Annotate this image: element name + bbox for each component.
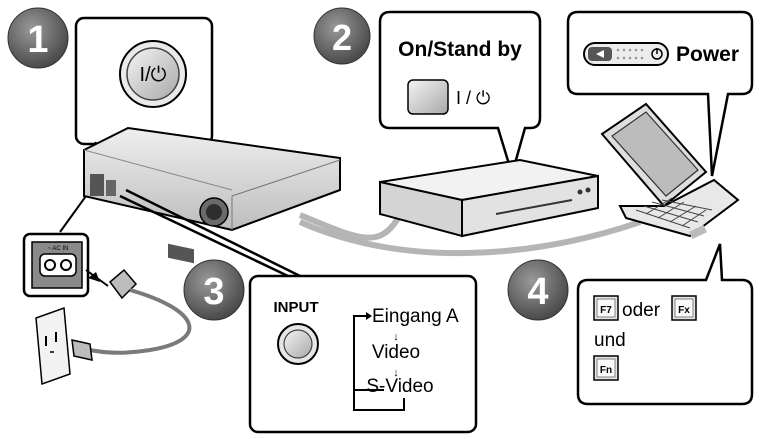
step-1-callout: I/⏻ bbox=[74, 16, 214, 186]
power-cord bbox=[71, 268, 192, 361]
cable-to-player bbox=[298, 212, 403, 241]
ac-in-label: ~ AC IN bbox=[48, 246, 69, 252]
step-4-power-label: Power bbox=[676, 43, 739, 66]
step-3-callout: INPUT Eingang A ↓ Video ↓ S-Video bbox=[119, 188, 478, 434]
switch-grip bbox=[616, 48, 644, 60]
laptop bbox=[600, 102, 740, 240]
input-seq-arrow-2: ↓ bbox=[393, 367, 399, 379]
key-fx-label: Fx bbox=[678, 305, 690, 316]
cable-to-laptop bbox=[298, 219, 641, 257]
switch-arrow-icon bbox=[596, 50, 604, 58]
step-4-keys-callout: F7 oder Fx und Fn bbox=[576, 243, 754, 406]
input-seq-2: Video bbox=[372, 342, 420, 363]
player-standby-button[interactable] bbox=[407, 79, 449, 115]
input-seq-1: Eingang A bbox=[372, 306, 459, 327]
step-4-power-callout: Power bbox=[566, 10, 754, 177]
player-standby-label: I / ⏻ bbox=[456, 88, 490, 108]
video-player bbox=[379, 158, 599, 238]
input-seq-arrow-1: ↓ bbox=[393, 331, 399, 343]
laptop-touchpad bbox=[689, 224, 707, 240]
step-4-badge: 4 bbox=[507, 259, 569, 321]
laptop-keyboard bbox=[635, 197, 713, 229]
laptop-screen bbox=[611, 111, 699, 197]
key-fn-label: Fn bbox=[600, 365, 612, 376]
wall-outlet bbox=[35, 306, 71, 386]
projector-vent bbox=[168, 243, 194, 264]
step-1-badge: 1 bbox=[7, 7, 69, 69]
step-1-number: 1 bbox=[27, 19, 48, 61]
player-disc-tray bbox=[495, 199, 573, 215]
video-cables bbox=[298, 212, 641, 257]
ac-inlet-callout: ~ AC IN bbox=[22, 195, 90, 298]
word-und: und bbox=[594, 330, 626, 351]
projector-power-button-label: I/⏻ bbox=[140, 64, 167, 86]
step-2-title: On/Stand by bbox=[398, 38, 522, 61]
step-3-number: 3 bbox=[203, 271, 224, 313]
word-oder: oder bbox=[622, 300, 661, 321]
input-label: INPUT bbox=[274, 299, 319, 316]
key-f7-label: F7 bbox=[600, 305, 612, 316]
step-4-number: 4 bbox=[527, 271, 548, 313]
input-seq-3: S-Video bbox=[366, 376, 433, 397]
step-3-badge: 3 bbox=[183, 259, 245, 321]
projector-port-panel bbox=[90, 174, 104, 196]
step-2-callout: On/Stand by I / ⏻ bbox=[378, 10, 542, 179]
projector bbox=[83, 126, 341, 264]
step-2-badge: 2 bbox=[313, 7, 371, 65]
step-2-number: 2 bbox=[332, 17, 352, 58]
cycle-bracket bbox=[353, 315, 384, 391]
